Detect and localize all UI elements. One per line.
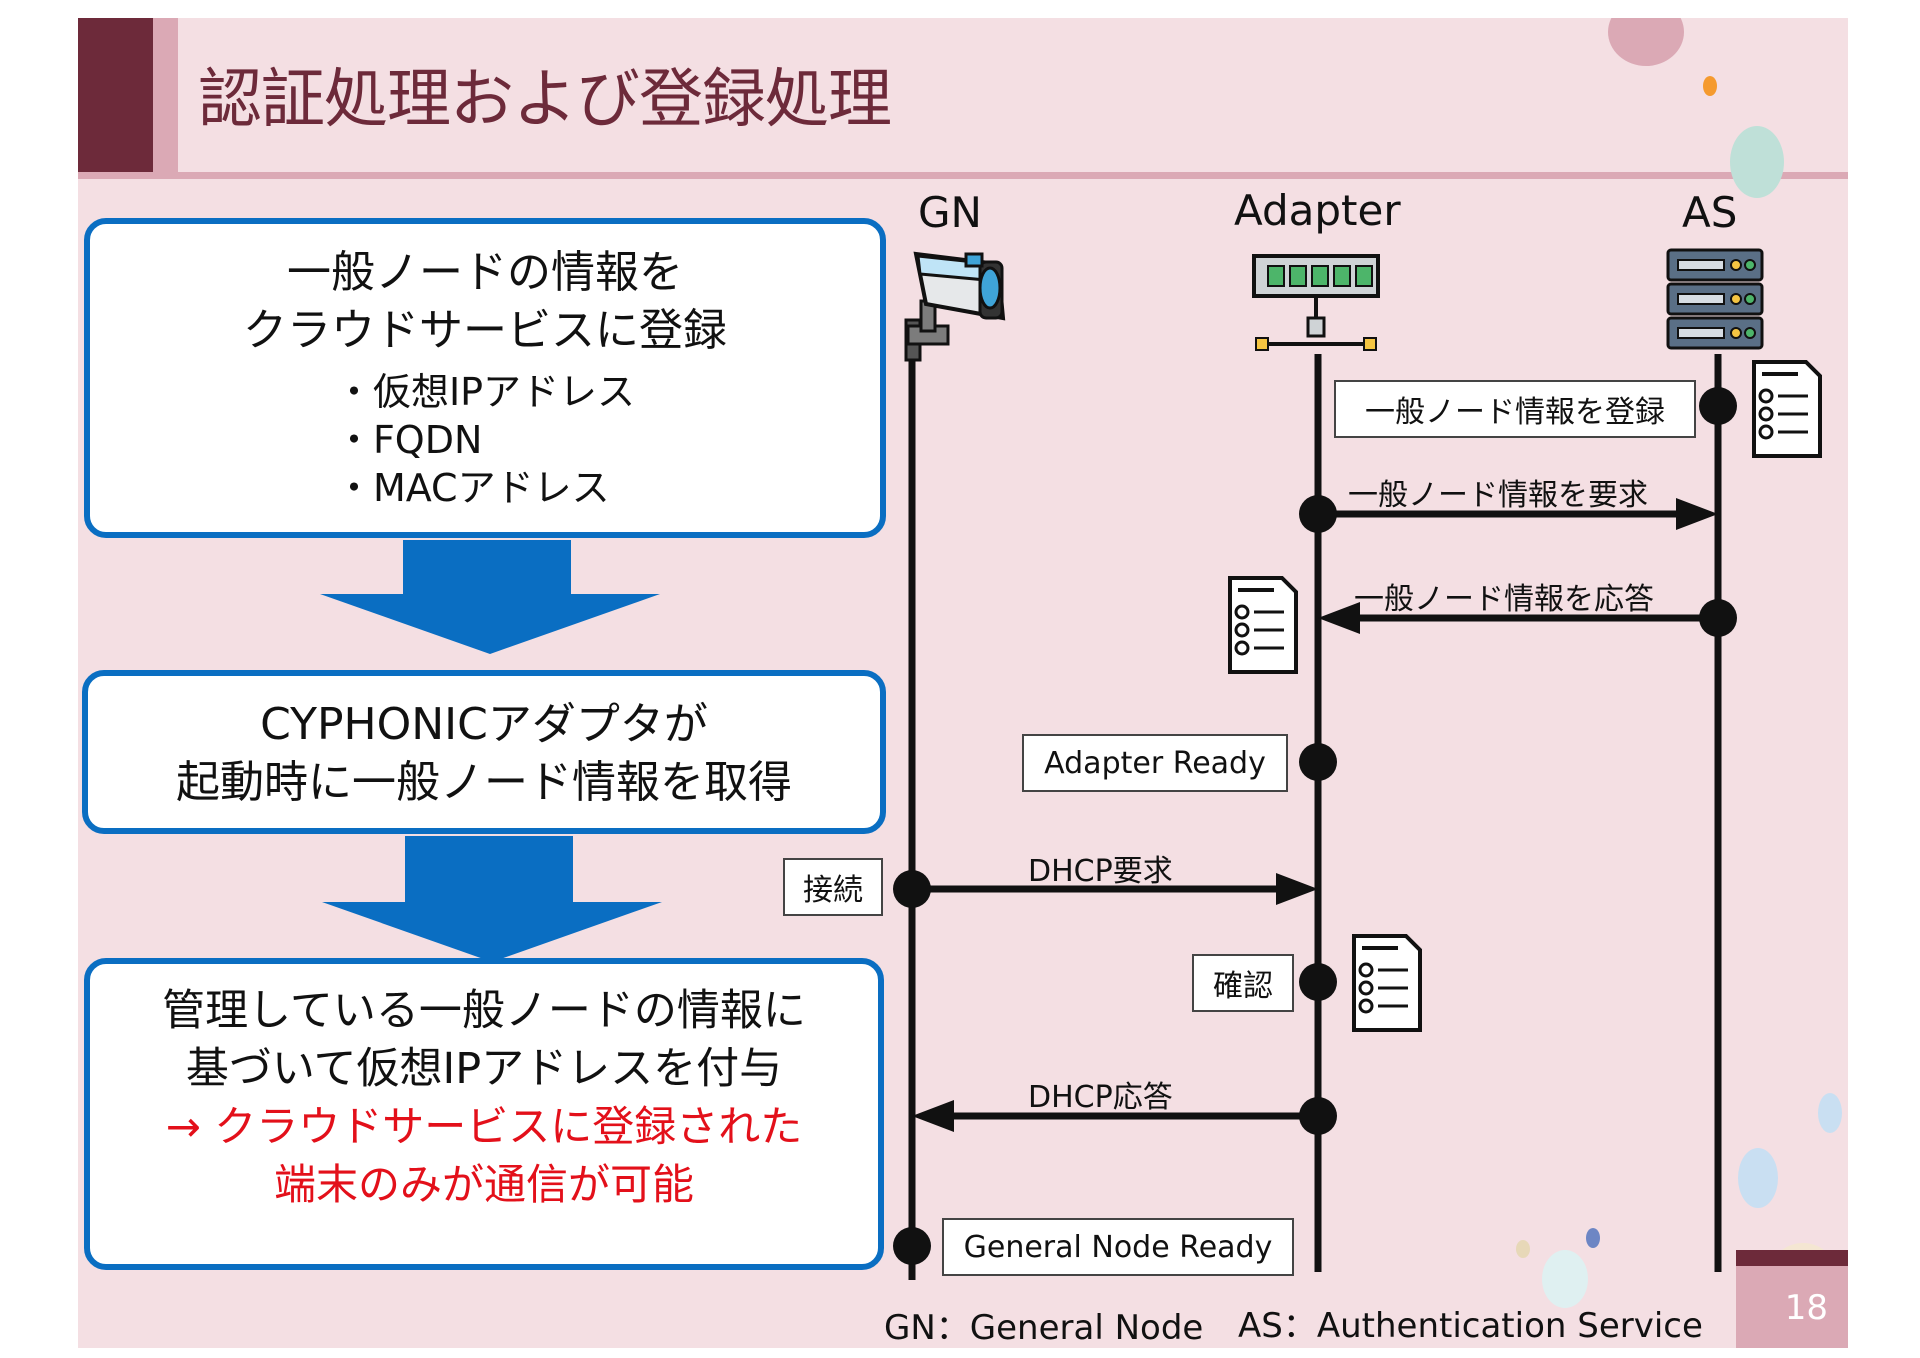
checklist-document-icon bbox=[1352, 934, 1422, 1032]
message-arrow-request bbox=[1318, 498, 1718, 530]
flow-box1-item: ・仮想IPアドレス bbox=[334, 370, 636, 414]
decor-circle bbox=[1542, 1250, 1588, 1308]
lane-title-adapter: Adapter bbox=[1234, 186, 1401, 235]
page-number: 18 bbox=[1784, 1288, 1828, 1328]
flow-down-arrow-1 bbox=[320, 540, 660, 654]
tag-adapter-ready: Adapter Ready bbox=[1022, 734, 1288, 792]
lane-title-as: AS bbox=[1682, 188, 1738, 237]
title-block-dark bbox=[78, 18, 153, 178]
tag-confirm: 確認 bbox=[1192, 954, 1294, 1012]
event-dot bbox=[893, 870, 931, 908]
legend-gn: GN：General Node bbox=[884, 1308, 1204, 1348]
title-underline bbox=[78, 172, 1848, 179]
flow-box2-line2: 起動時に一般ノード情報を取得 bbox=[176, 757, 792, 808]
event-dot bbox=[1299, 963, 1337, 1001]
decor-circle bbox=[1738, 1148, 1778, 1208]
flow-box3-line4: 端末のみが通信が可能 bbox=[273, 1160, 694, 1209]
event-dot bbox=[1299, 743, 1337, 781]
lane-title-gn: GN bbox=[918, 188, 982, 237]
decor-circle bbox=[1818, 1093, 1842, 1133]
flow-box1-line1: 一般ノードの情報を bbox=[287, 247, 683, 298]
flow-box-adapter: CYPHONICアダプタが 起動時に一般ノード情報を取得 bbox=[82, 670, 886, 834]
message-arrow-dhcp-response bbox=[912, 1100, 1318, 1132]
message-label-dhcp-response: DHCP応答 bbox=[1028, 1080, 1173, 1115]
flow-box3-line1: 管理している一般ノードの情報に bbox=[162, 986, 806, 1036]
flow-box-assign: 管理している一般ノードの情報に 基づいて仮想IPアドレスを付与 → クラウドサー… bbox=[84, 958, 884, 1270]
decor-circle bbox=[1586, 1228, 1600, 1248]
message-label-request: 一般ノード情報を要求 bbox=[1348, 478, 1648, 513]
tag-general-node-ready: General Node Ready bbox=[942, 1218, 1294, 1276]
page-number-bar bbox=[1736, 1250, 1848, 1266]
flow-box-register: 一般ノードの情報を クラウドサービスに登録 ・仮想IPアドレス ・FQDN ・M… bbox=[84, 218, 886, 538]
server-rack-icon bbox=[1666, 248, 1764, 350]
flow-box3-line3: → クラウドサービスに登録された bbox=[165, 1102, 803, 1151]
checklist-document-icon bbox=[1752, 360, 1822, 458]
flow-box1-line2: クラウドサービスに登録 bbox=[243, 305, 727, 356]
event-dot bbox=[1299, 1097, 1337, 1135]
decor-circle bbox=[1730, 126, 1784, 198]
message-arrow-response bbox=[1318, 602, 1718, 634]
tag-connect: 接続 bbox=[783, 858, 883, 916]
checklist-document-icon bbox=[1228, 576, 1298, 674]
decor-circle bbox=[1516, 1240, 1530, 1258]
legend-as: AS：Authentication Service bbox=[1238, 1306, 1703, 1346]
title-block-accent bbox=[153, 18, 178, 178]
slide-title: 認証処理および登録処理 bbox=[198, 63, 892, 137]
page-number-box bbox=[1736, 1266, 1848, 1348]
flow-box2-line1: CYPHONICアダプタが bbox=[260, 699, 708, 750]
event-dot bbox=[1699, 387, 1737, 425]
message-label-response: 一般ノード情報を応答 bbox=[1354, 582, 1654, 617]
event-dot bbox=[1699, 599, 1737, 637]
tag-register: 一般ノード情報を登録 bbox=[1334, 380, 1696, 438]
flow-box1-item: ・MACアドレス bbox=[334, 466, 610, 510]
flow-box1-items: ・仮想IPアドレス ・FQDN ・MACアドレス bbox=[335, 368, 635, 512]
message-arrow-dhcp-request bbox=[912, 873, 1318, 905]
event-dot bbox=[893, 1227, 931, 1265]
decor-circle bbox=[1703, 76, 1717, 96]
slide: 認証処理および登録処理 一般ノードの情報を クラウドサービスに登録 ・仮想IPア… bbox=[78, 18, 1848, 1348]
message-label-dhcp-request: DHCP要求 bbox=[1028, 854, 1173, 889]
flow-box3-line2: 基づいて仮想IPアドレスを付与 bbox=[185, 1044, 783, 1094]
flow-down-arrow-2 bbox=[322, 836, 662, 962]
security-camera-icon bbox=[904, 251, 1006, 362]
network-switch-icon bbox=[1252, 254, 1380, 351]
flow-box1-item: ・FQDN bbox=[334, 418, 483, 462]
event-dot bbox=[1299, 495, 1337, 533]
